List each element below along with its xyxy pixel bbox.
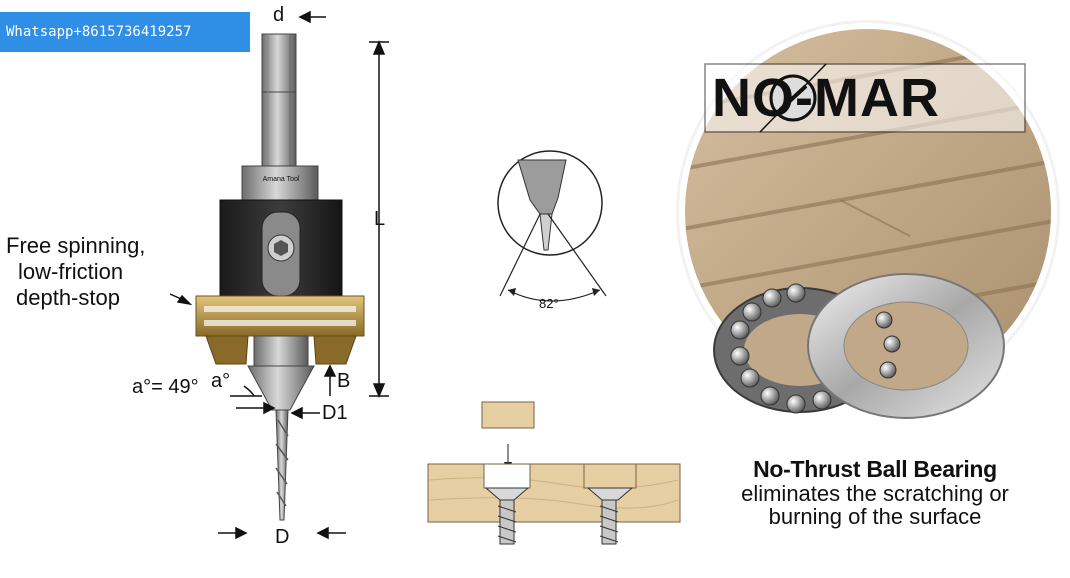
callout-line: Free spinning,	[6, 233, 146, 258]
thrust-bearing	[713, 273, 1005, 419]
angle-a-label: a°	[211, 370, 231, 392]
tip-detail	[497, 150, 607, 302]
dimension-lines	[169, 10, 389, 540]
angle-equation-label: a°= 49°	[132, 376, 199, 398]
tool-brand-label: Amana Tool	[262, 176, 300, 183]
countersink-tool	[195, 33, 365, 521]
bearing-caption: No-Thrust Ball Bearing eliminates the sc…	[720, 456, 1030, 528]
contact-banner[interactable]: Whatsapp+8615736419257	[0, 12, 250, 52]
no-mar-logo	[704, 63, 1026, 133]
tip-angle-label: 82°	[539, 296, 559, 311]
no-mar-logo-text: NO-MAR	[712, 68, 940, 128]
dim-D-label: D	[275, 526, 290, 548]
bearing-title: No-Thrust Ball Bearing	[753, 456, 997, 482]
dim-L-label: L	[374, 208, 386, 230]
dim-B-label: B	[337, 370, 351, 392]
depth-stop-callout: Free spinning, low-friction depth-stop	[6, 233, 145, 311]
bearing-subtitle-line: burning of the surface	[768, 504, 982, 529]
bearing-subtitle-line: eliminates the scratching or	[741, 481, 1009, 506]
wood-cross-section	[427, 401, 681, 545]
callout-line: depth-stop	[16, 285, 120, 310]
callout-line: low-friction	[18, 259, 124, 284]
dim-d-label: d	[273, 4, 285, 26]
dim-D1-label: D1	[322, 402, 348, 424]
